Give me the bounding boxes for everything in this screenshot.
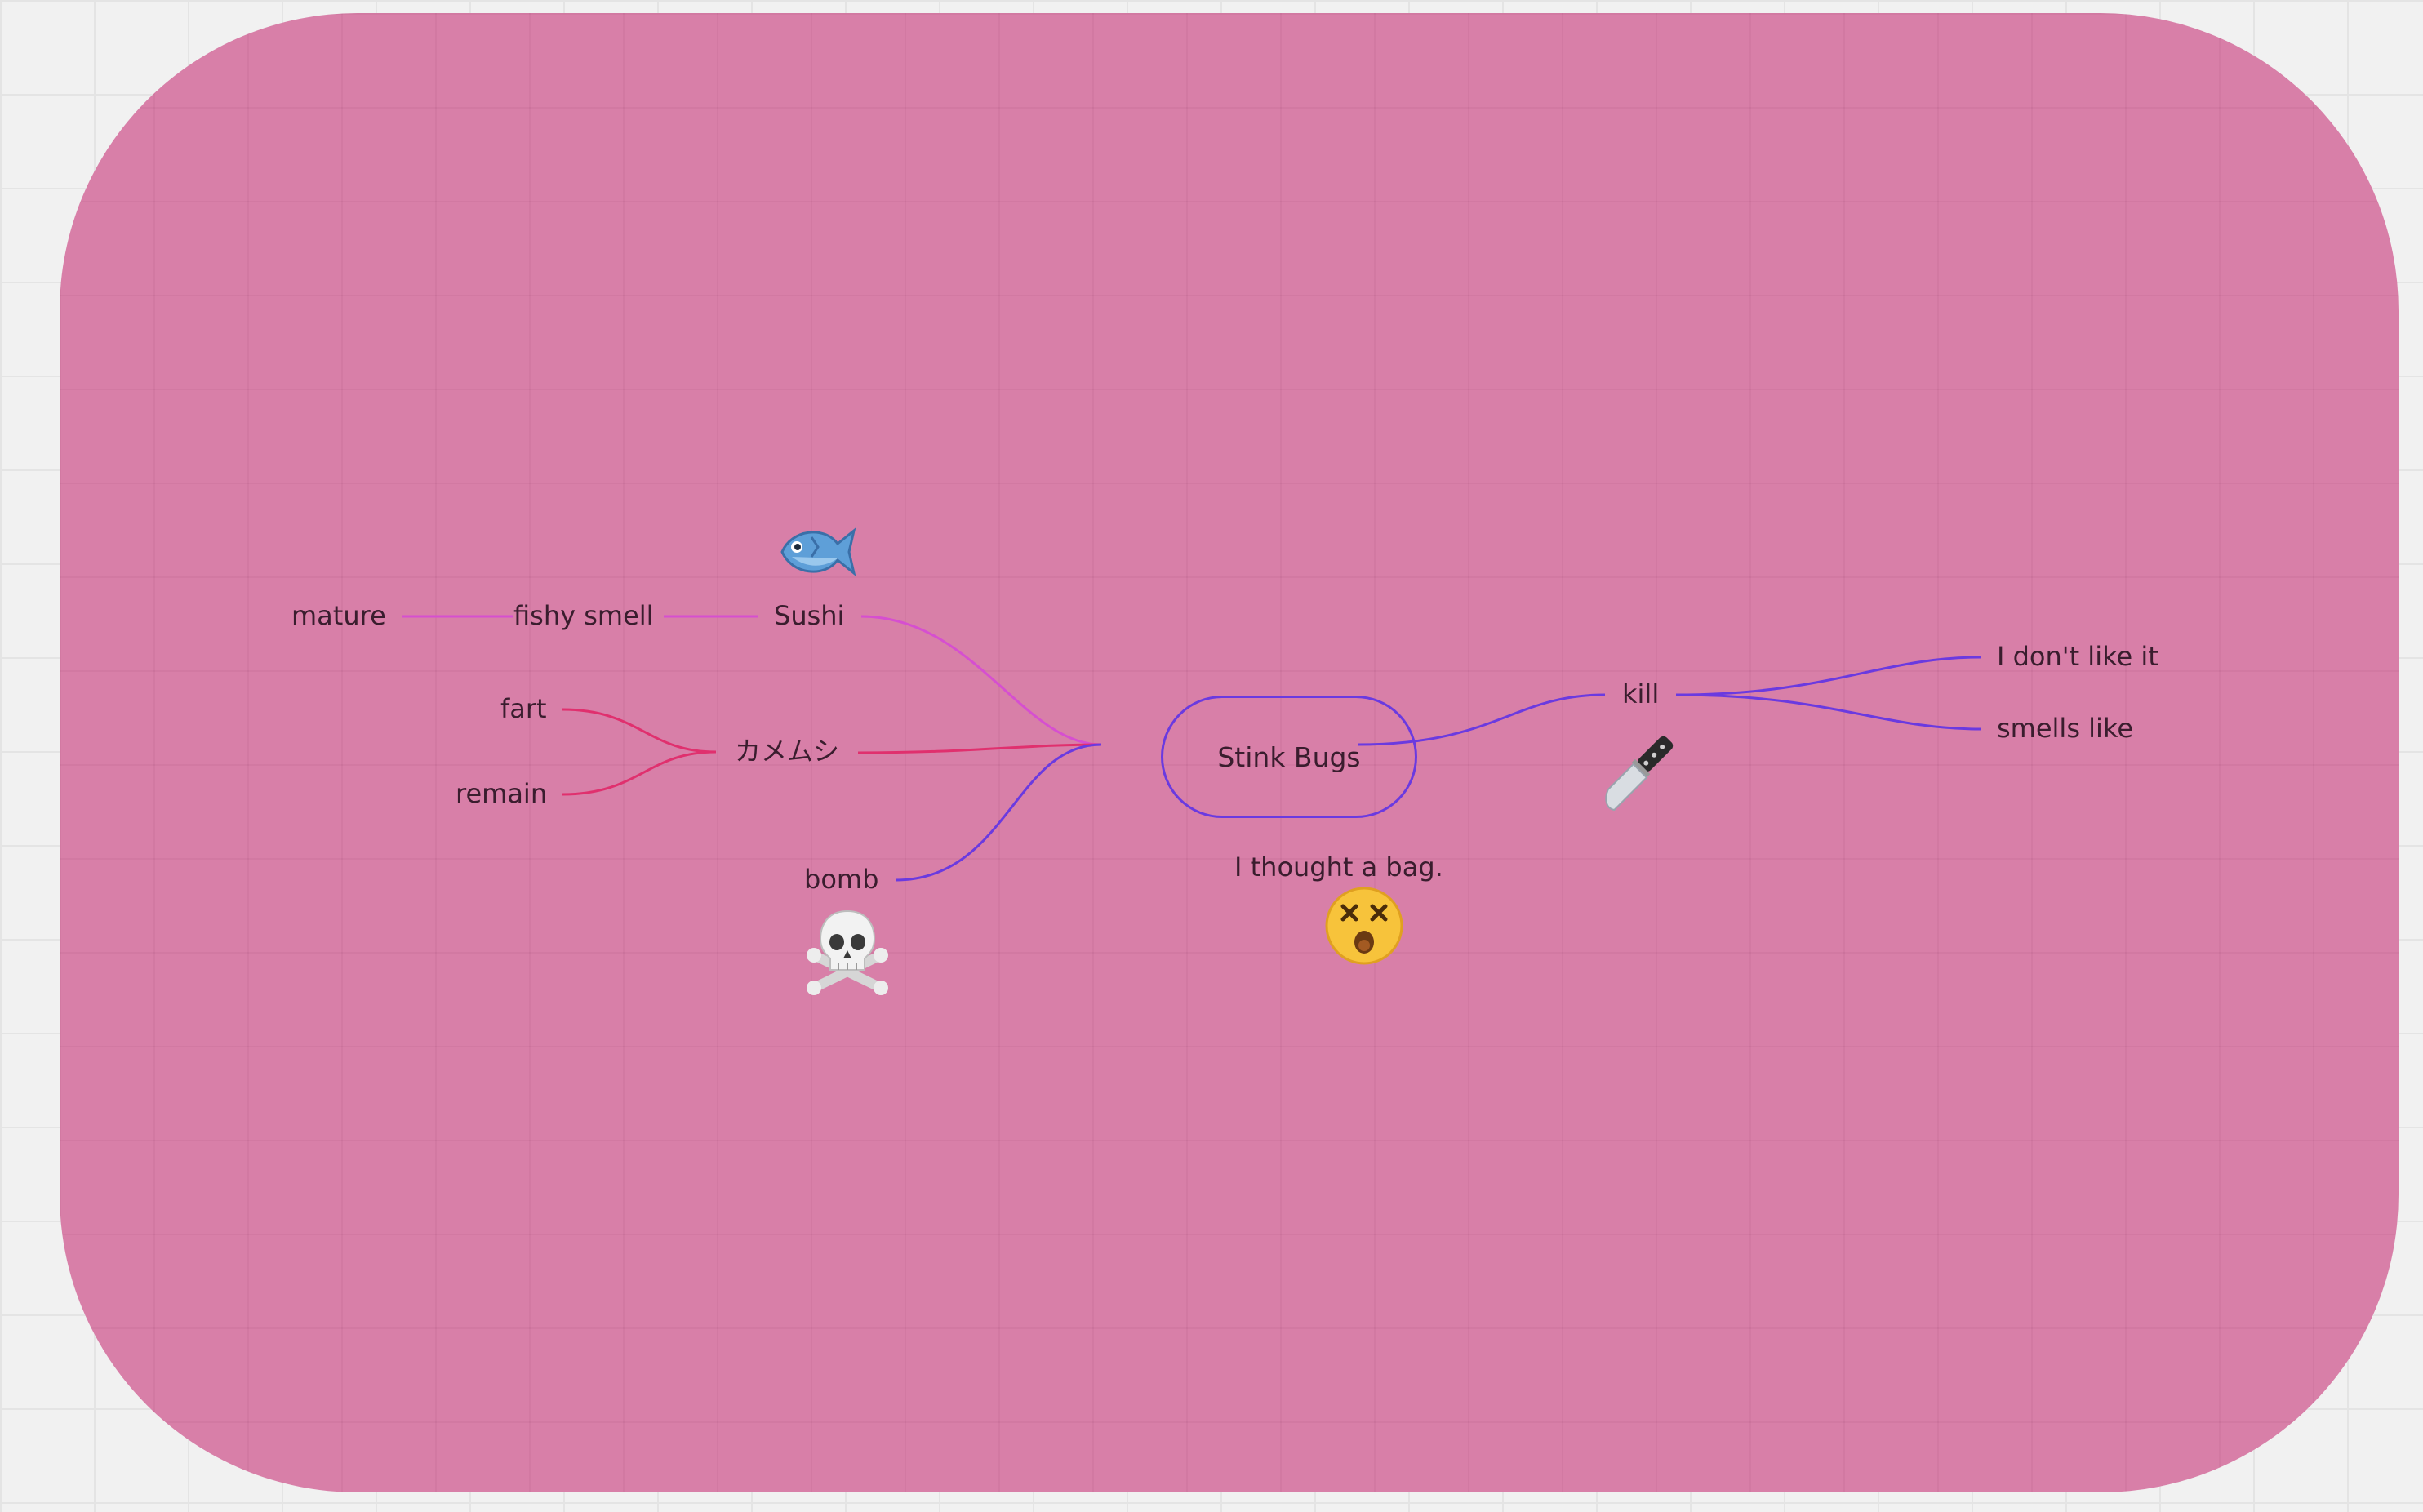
node-mature[interactable]: mature	[291, 600, 386, 631]
connector-lines	[402, 615, 1981, 882]
node-smells-like[interactable]: smells like	[1997, 713, 2134, 744]
node-bomb[interactable]: bomb	[804, 864, 879, 895]
connector-remain-kamemushi	[562, 750, 717, 796]
connector-kamemushi-center	[857, 743, 1102, 754]
central-topic-stink-bugs[interactable]: Stink Bugs	[1161, 696, 1417, 818]
connector-kill-smells	[1675, 693, 1981, 731]
node-i-dont-like-it[interactable]: I don't like it	[1997, 641, 2158, 672]
knife-icon[interactable]	[1592, 723, 1682, 821]
node-kill[interactable]: kill	[1622, 678, 1660, 709]
dizzy-face-icon[interactable]	[1323, 885, 1405, 967]
node-fart[interactable]: fart	[500, 693, 547, 724]
fish-icon[interactable]	[776, 519, 857, 585]
mindmap-board: mature fishy smell Sushi fart remain カメム…	[60, 13, 2399, 1492]
connector-kill-dontlike	[1675, 656, 1981, 696]
node-fishy-smell[interactable]: fishy smell	[513, 600, 654, 631]
note-i-thought-a-bag[interactable]: I thought a bag.	[1234, 852, 1443, 883]
connector-fart-kamemushi	[562, 708, 717, 754]
connector-sushi-center	[860, 615, 1102, 746]
connector-bomb-center	[895, 743, 1102, 882]
node-sushi[interactable]: Sushi	[774, 600, 845, 631]
node-kamemushi[interactable]: カメムシ	[735, 736, 840, 767]
node-remain[interactable]: remain	[456, 778, 548, 809]
skull-and-crossbones-icon[interactable]	[802, 906, 892, 996]
